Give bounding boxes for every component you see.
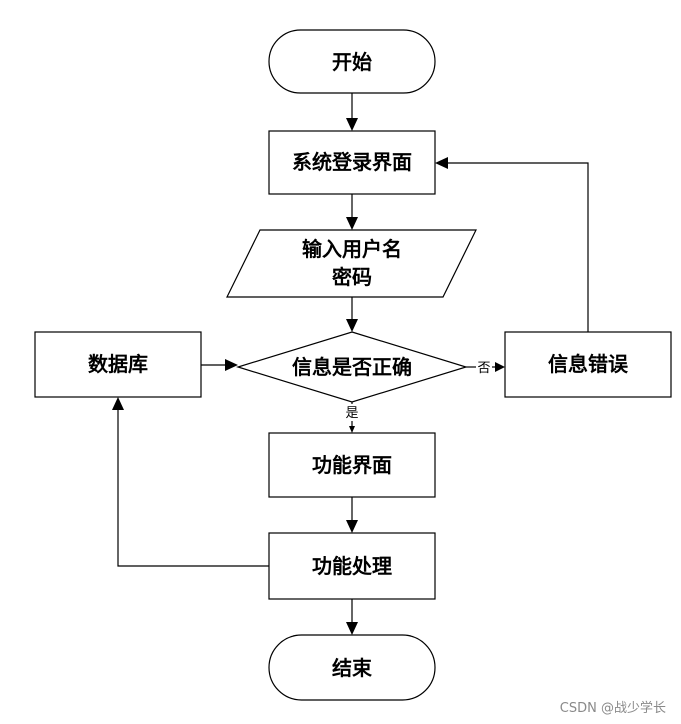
decision-node: 信息是否正确: [235, 331, 469, 403]
function-process-label: 功能处理: [312, 554, 392, 578]
start-node: 开始: [268, 29, 436, 94]
edge-login-input: [346, 194, 358, 230]
end-label: 结束: [332, 656, 373, 680]
input-node: 输入用户名 密码: [226, 229, 477, 298]
error-label: 信息错误: [548, 352, 629, 376]
error-node: 信息错误: [504, 331, 672, 398]
edge-label-no: 否: [477, 361, 490, 376]
edge-error-login: [435, 157, 589, 332]
login-node: 系统登录界面: [268, 130, 436, 195]
database-label: 数据库: [88, 352, 148, 376]
input-label-line1: 输入用户名: [302, 237, 402, 261]
edge-database-decision: [201, 359, 238, 371]
decision-label: 信息是否正确: [292, 355, 412, 379]
edge-input-decision: [346, 297, 358, 332]
edge-function-page-process: [346, 497, 358, 533]
function-process-node: 功能处理: [268, 532, 436, 600]
edge-decision-error: 否: [466, 361, 505, 376]
function-page-label: 功能界面: [312, 453, 392, 477]
login-label: 系统登录界面: [292, 150, 412, 174]
edge-label-yes: 是: [345, 406, 358, 421]
end-node: 结束: [268, 634, 436, 701]
edge-process-end: [346, 599, 358, 635]
edge-start-login: [346, 93, 358, 131]
function-page-node: 功能界面: [268, 432, 436, 498]
edge-process-database: [112, 397, 269, 567]
database-node: 数据库: [34, 331, 202, 398]
input-label-line2: 密码: [332, 265, 372, 289]
watermark: CSDN @战少学长: [560, 700, 666, 716]
edge-decision-function-page: 是: [345, 402, 359, 433]
start-label: 开始: [332, 50, 372, 74]
